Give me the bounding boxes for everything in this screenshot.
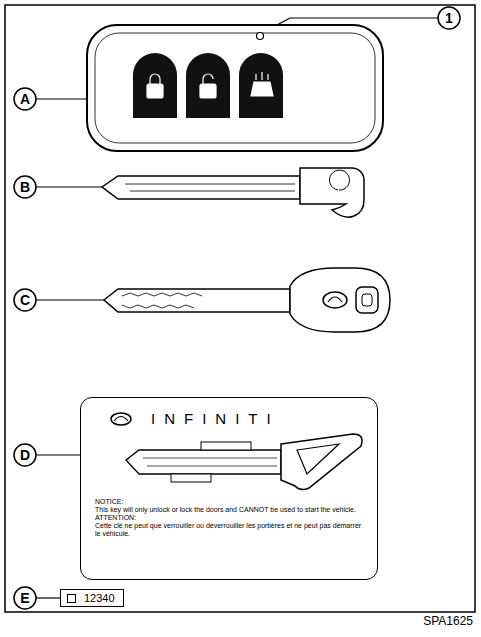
notice-text: NOTICE: <box>95 498 363 506</box>
notice-text: Cette clé ne peut que verrouiller ou dév… <box>95 522 363 538</box>
callout-letter: C <box>14 290 36 310</box>
callout-letter: D <box>14 445 36 465</box>
callout-letter: B <box>14 177 36 197</box>
key-number-tag: 12340 <box>60 589 124 607</box>
callout-letter: 1 <box>438 8 460 28</box>
key-card: INFINITI NOTICE:This key will only unlock… <box>80 397 378 580</box>
callout-letter: E <box>14 588 36 608</box>
notice-text: This key will only unlock or lock the do… <box>95 506 363 514</box>
figure-code: SPA1625 <box>421 614 475 628</box>
tag-square <box>67 594 76 603</box>
notice-text: ATTENTION: <box>95 514 363 522</box>
brand-name: INFINITI <box>151 410 280 427</box>
callout-letter: A <box>14 89 36 109</box>
key-number: 12340 <box>84 592 115 604</box>
